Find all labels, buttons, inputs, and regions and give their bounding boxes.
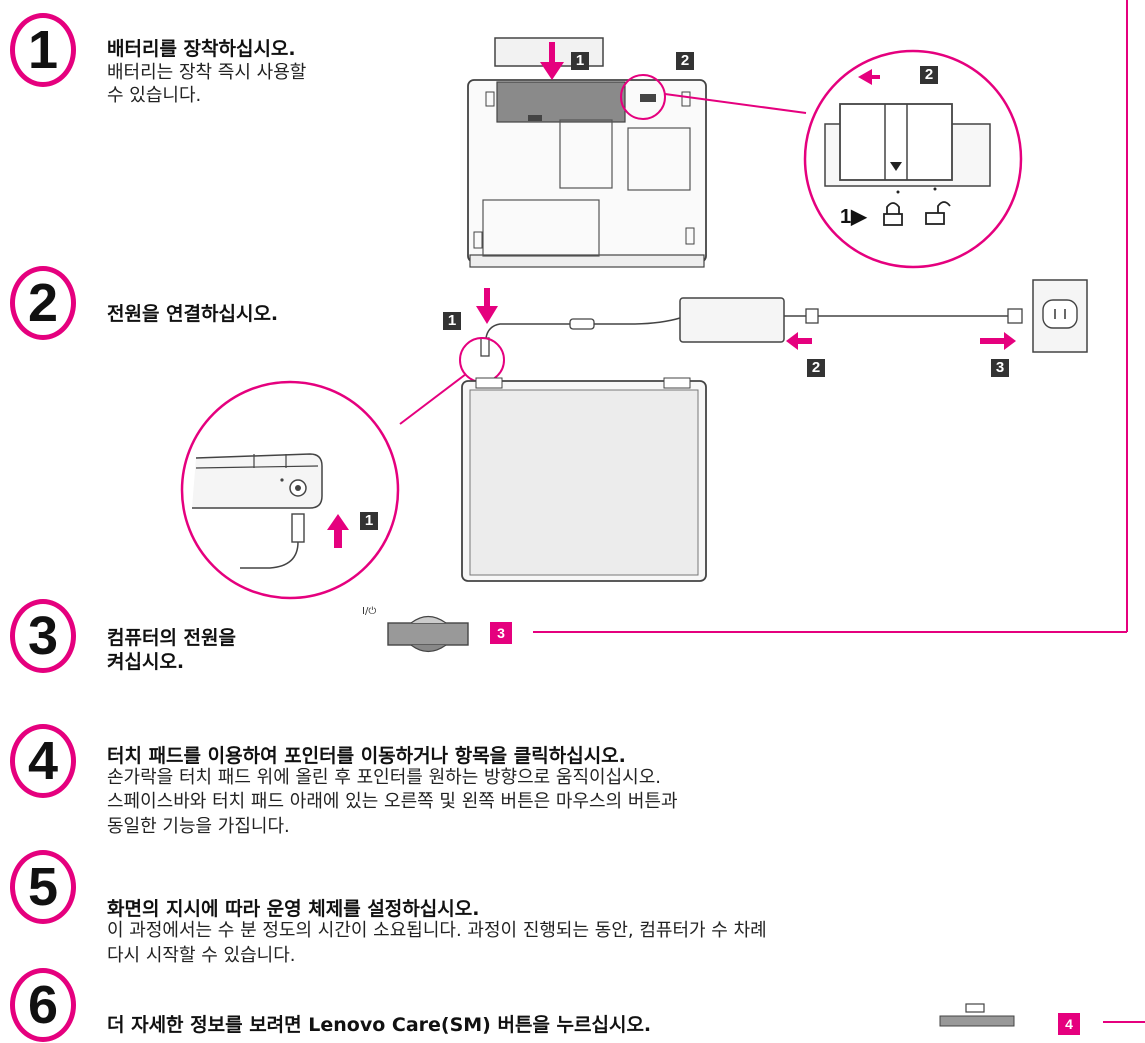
battery-badge-1: 1 [571, 52, 589, 70]
latch-position-label: 1▶ [840, 206, 867, 228]
step-6-title: 더 자세한 정보를 보려면 Lenovo Care(SM) 버튼을 누르십시오. [107, 1014, 652, 1036]
step-6-badge: 4 [1058, 1013, 1080, 1035]
step-5-line-1: 이 과정에서는 수 분 정도의 시간이 소요됩니다. 과정이 진행되는 동안, … [107, 920, 767, 941]
step-5-number: 5 [10, 850, 76, 924]
arrow-left-icon [786, 332, 812, 350]
laptop-bottom-illustration [467, 37, 1023, 269]
battery-badge-2: 2 [676, 52, 694, 70]
step-4-line-1: 손가락을 터치 패드 위에 올린 후 포인터를 원하는 방향으로 움직이십시오. [107, 767, 662, 788]
arrow-down-icon [540, 42, 564, 80]
step-4-line-3: 동일한 기능을 가집니다. [107, 816, 290, 837]
step-1-title: 배터리를 장착하십시오. [107, 38, 296, 60]
power-adapter-illustration [180, 279, 1088, 600]
step-3-title-line-1: 컴퓨터의 전원을 [107, 627, 236, 649]
step-4-line-2: 스페이스바와 터치 패드 아래에 있는 오른쪽 및 왼쪽 버튼은 마우스의 버튼… [107, 791, 678, 812]
step-2-number: 2 [10, 266, 76, 340]
step-1-number: 1 [10, 13, 76, 87]
zoom-badge-1: 1 [360, 512, 378, 530]
power-button-illustration [387, 615, 469, 653]
battery-slot [496, 81, 626, 123]
power-badge-1: 1 [443, 312, 461, 330]
lenovo-care-icon [965, 1003, 985, 1013]
latch-badge-2: 2 [920, 66, 938, 84]
step-5-title: 화면의 지시에 따라 운영 체제를 설정하십시오. [107, 898, 480, 920]
step-6-number: 6 [10, 968, 76, 1042]
lock-closed-icon [883, 202, 903, 226]
power-icon: I/⏻ [362, 606, 377, 617]
step-2-title: 전원을 연결하십시오. [107, 303, 279, 325]
step-3-title-line-2: 켜십시오. [107, 651, 185, 673]
step-1-line-1: 배터리는 장착 즉시 사용할 [107, 62, 307, 83]
step-4-number: 4 [10, 724, 76, 798]
power-badge-2: 2 [807, 359, 825, 377]
arrow-up-icon [327, 514, 349, 548]
lock-open-icon [925, 201, 951, 225]
lenovo-care-illustration [939, 1003, 1015, 1027]
step-3-number: 3 [10, 599, 76, 673]
arrow-right-icon [980, 332, 1016, 350]
arrow-left-icon [858, 69, 880, 85]
step-3-badge: 3 [490, 622, 512, 644]
ac-adapter [679, 297, 785, 343]
step-5-line-2: 다시 시작할 수 있습니다. [107, 945, 296, 966]
step-1-line-2: 수 있습니다. [107, 85, 202, 106]
arrow-down-icon [476, 288, 498, 324]
power-badge-3: 3 [991, 359, 1009, 377]
step-4-title: 터치 패드를 이용하여 포인터를 이동하거나 항목을 클릭하십시오. [107, 745, 626, 767]
